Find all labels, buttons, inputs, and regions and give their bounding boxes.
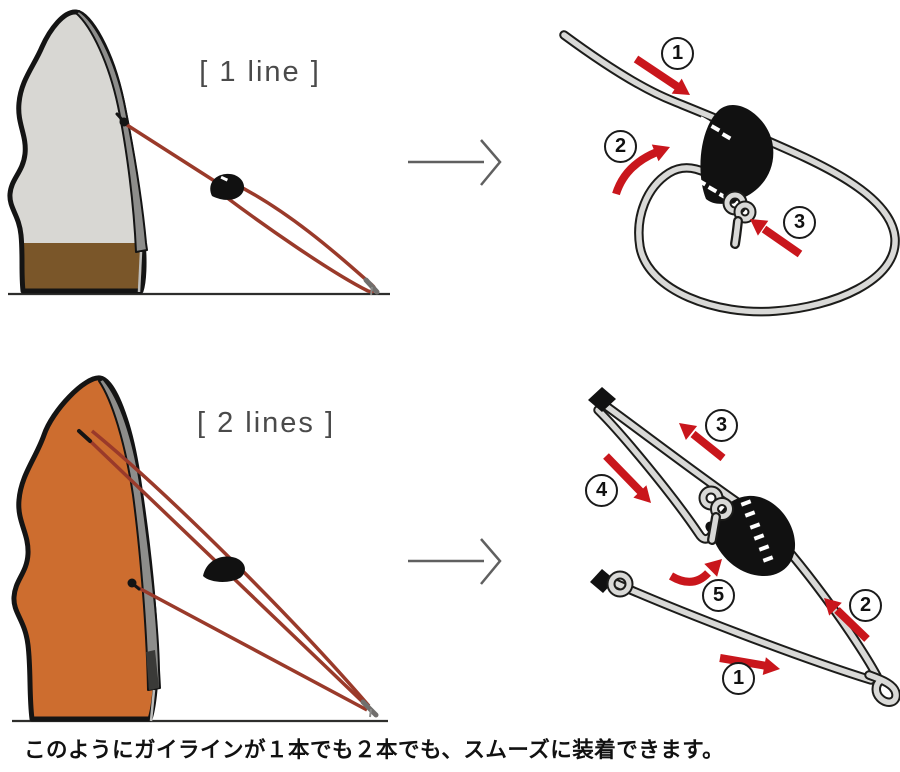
one-line-detail-diagram (559, 30, 900, 317)
step-arrow-2-icon (824, 598, 870, 642)
rope-icon (559, 30, 900, 317)
step-badge-2: 2 (604, 130, 637, 163)
hook-icon (864, 670, 900, 707)
attachment-loop-icon (115, 112, 129, 127)
guy-line (126, 123, 377, 294)
tent-skirt (14, 243, 145, 290)
step-badge-4: 4 (585, 474, 618, 507)
tent-edge-strip (75, 10, 148, 253)
rope-knot-icon (722, 190, 757, 249)
tent-pole-line (149, 689, 156, 722)
line-tensioner-icon (203, 556, 245, 582)
step-badge-3: 3 (783, 206, 816, 239)
rope-end-tab-icon (590, 569, 615, 593)
tent-edge-strip-dark (146, 650, 159, 690)
tent-shape (11, 375, 161, 722)
one-line-title: [ 1 line ] (199, 56, 321, 88)
step-arrow-1-icon (633, 55, 690, 95)
two-lines-detail-diagram (588, 387, 900, 707)
stake-icon (363, 277, 380, 296)
step-arrow-4-icon (603, 453, 651, 503)
two-lines-title: [ 2 lines ] (196, 407, 336, 439)
step-badge-3: 3 (705, 409, 738, 442)
one-line-scene (7, 9, 390, 296)
step-arrow-5-icon (668, 559, 722, 586)
step-badge-1: 1 (661, 37, 694, 70)
step-badge-1: 1 (722, 662, 755, 695)
attachment-loop-mid-icon (127, 578, 141, 591)
rope-end-tab-icon (588, 387, 616, 412)
transition-arrow-icon (408, 139, 502, 186)
rope-knot-icon (698, 485, 734, 545)
rope-lower-icon (590, 569, 876, 685)
step-arrow-3-icon (750, 219, 803, 258)
two-lines-scene (11, 375, 388, 723)
tensioner-thread-marks (740, 499, 774, 563)
step-arrow-3-icon (679, 423, 726, 462)
step-badge-2: 2 (849, 589, 882, 622)
tent-pole-line (137, 251, 143, 293)
stake-icon (360, 699, 379, 718)
tent-shape (7, 9, 148, 294)
guy-line-lower (134, 584, 368, 712)
step-arrow-2-icon (612, 144, 670, 196)
rope-tensioner-icon (696, 104, 774, 204)
line-tensioner-icon (210, 173, 245, 200)
caption-text: このようにガイラインが１本でも２本でも、スムーズに装着できます。 (24, 738, 725, 762)
attachment-loop-upper-icon (77, 429, 92, 443)
rope-tensioner-icon (712, 495, 796, 577)
transition-arrow-icon (408, 538, 502, 585)
step-badge-5: 5 (702, 579, 735, 612)
